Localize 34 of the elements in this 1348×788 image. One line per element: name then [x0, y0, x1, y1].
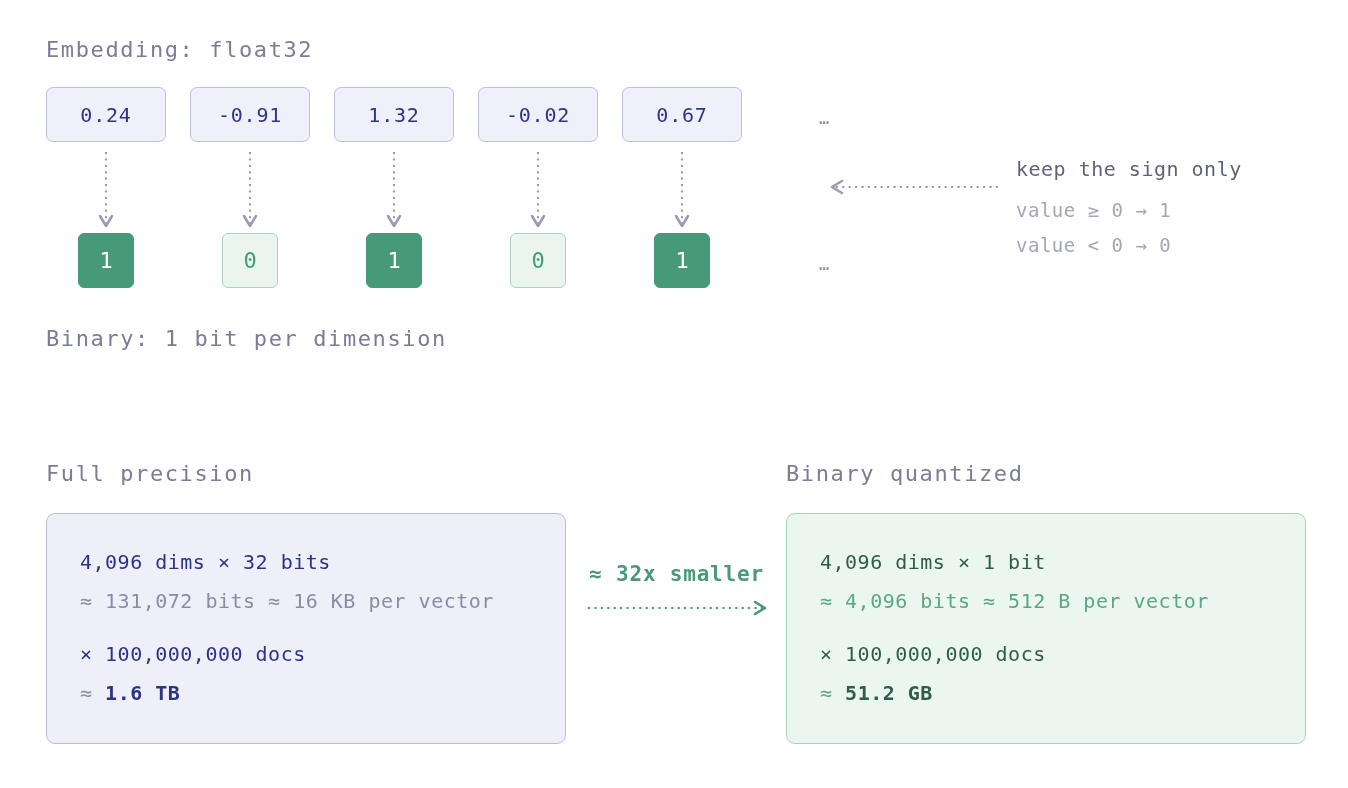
per-vector-size: ≈ 131,072 bits ≈ 16 KB per vector	[80, 588, 494, 615]
ellipsis: …	[819, 107, 830, 130]
panel-heading: Binary quantized	[786, 460, 1024, 488]
total-size: ≈ 1.6 TB	[80, 680, 181, 707]
float-value-box: -0.02	[478, 87, 598, 142]
row-heading: Binary: 1 bit per dimension	[46, 325, 447, 353]
bit-box: 1	[654, 233, 710, 288]
panel-heading: Full precision	[46, 460, 254, 488]
dotted-arrow	[674, 151, 690, 228]
dotted-arrow	[830, 179, 999, 195]
dotted-arrow	[386, 151, 402, 228]
row-heading: Embedding: float32	[46, 36, 314, 64]
document-count: × 100,000,000 docs	[80, 641, 306, 668]
dotted-arrow	[98, 151, 114, 228]
size-formula: 4,096 dims × 32 bits	[80, 549, 331, 576]
document-count: × 100,000,000 docs	[820, 641, 1046, 668]
total-size: ≈ 51.2 GB	[820, 680, 933, 707]
float-value-box: 1.32	[334, 87, 454, 142]
float-value-box: 0.67	[622, 87, 742, 142]
dotted-arrow	[242, 151, 258, 228]
bit-box: 0	[510, 233, 566, 288]
dotted-arrow	[587, 600, 767, 616]
rule-text: value ≥ 0 → 1	[1016, 198, 1172, 223]
size-formula: 4,096 dims × 1 bit	[820, 549, 1046, 576]
rule-heading: keep the sign only	[1016, 156, 1242, 183]
bit-box: 1	[78, 233, 134, 288]
rule-text: value < 0 → 0	[1016, 233, 1172, 258]
bit-box: 1	[366, 233, 422, 288]
bit-box: 0	[222, 233, 278, 288]
dotted-arrow	[530, 151, 546, 228]
float-value-box: 0.24	[46, 87, 166, 142]
per-vector-size: ≈ 4,096 bits ≈ 512 B per vector	[820, 588, 1209, 615]
ellipsis: …	[819, 253, 830, 276]
float-value-box: -0.91	[190, 87, 310, 142]
